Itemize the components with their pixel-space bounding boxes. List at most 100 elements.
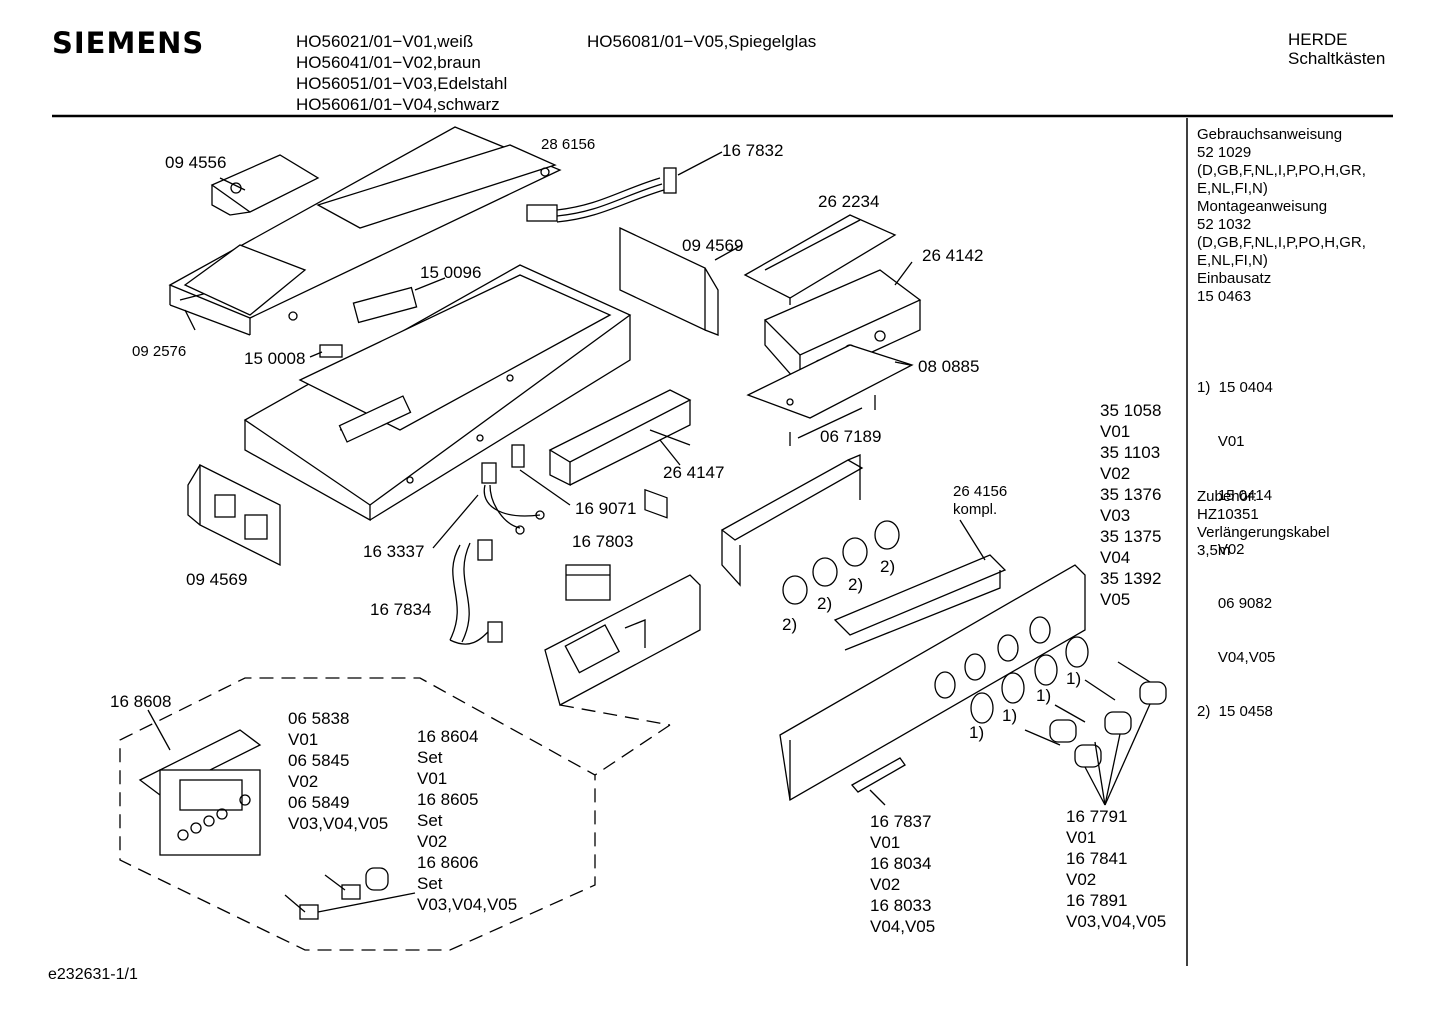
screws-067189-part	[789, 395, 876, 446]
label-094569-a: 09 4569	[682, 236, 744, 255]
timer-module-part	[138, 709, 262, 856]
category-line: HERDE	[1288, 30, 1348, 49]
leader-line	[659, 439, 681, 466]
label-line: kompl.	[953, 501, 998, 518]
side-line: V01	[1197, 433, 1245, 450]
category-line: Schaltkästen	[1288, 49, 1386, 68]
footnote-1-mark: 1)	[1002, 706, 1018, 725]
connector-169071-part	[511, 444, 571, 506]
control-frame-part	[720, 454, 864, 587]
label-167832: 16 7832	[722, 141, 784, 160]
label-094569-b: 09 4569	[186, 570, 248, 589]
variant-line: V03	[1100, 506, 1131, 525]
timer-knob-parts	[284, 867, 416, 920]
handle-variant-list: 16 7837 V01 16 8034 V02 16 8033 V04,V05	[870, 811, 935, 937]
variant-line: 35 1058	[1100, 401, 1162, 420]
footnote-2-mark: 2)	[817, 594, 833, 613]
variant-line: V01	[870, 833, 901, 852]
variant-line: Set	[417, 748, 443, 767]
variant-line: Set	[417, 811, 443, 830]
frame-variant-list: 35 1058 V01 35 1103 V02 35 1376 V03 35 1…	[1100, 400, 1161, 610]
variant-line: 35 1376	[1100, 485, 1162, 504]
side-line: 15 0414	[1197, 487, 1273, 504]
variant-line: 16 8606	[417, 853, 479, 872]
variant-line: 16 7837	[870, 812, 932, 831]
side-line: 52 1032	[1197, 216, 1252, 233]
footnote-1-mark: 1)	[969, 723, 985, 742]
variant-line: 06 5838	[288, 709, 350, 728]
side-line: E,NL,FI,N)	[1197, 252, 1268, 269]
timer-knob-variant-list: 06 5838 V01 06 5845 V02 06 5849 V03,V04,…	[288, 708, 388, 834]
side-line: (D,GB,F,NL,I,P,PO,H,GR,	[1197, 234, 1366, 251]
side-line: V02	[1197, 541, 1245, 558]
terminal-150008-part	[309, 344, 343, 358]
cable-163337-part	[432, 462, 545, 549]
callout-line	[594, 724, 671, 776]
side-documents-block: Gebrauchsanweisung 52 1029 (D,GB,F,NL,I,…	[1197, 126, 1366, 306]
leader-line	[894, 361, 911, 366]
footnote-2-mark: 2)	[880, 557, 896, 576]
label-286156: 28 6156	[541, 136, 596, 153]
label-169071: 16 9071	[575, 499, 637, 518]
label-264156: 26 4156 kompl.	[953, 483, 1007, 519]
handle-167837-part	[850, 757, 906, 806]
footnote-1-mark: 1)	[1066, 669, 1082, 688]
leader-line	[219, 177, 246, 191]
side-line: HZ10351	[1197, 506, 1259, 523]
variant-line: 16 8604	[417, 727, 479, 746]
label-264142: 26 4142	[922, 246, 984, 265]
main-chassis-part	[243, 264, 632, 522]
document-id: e232631-1/1	[48, 966, 138, 983]
label-264147: 26 4147	[663, 463, 725, 482]
knob-rings-1-parts	[970, 636, 1089, 724]
switch-cover-part	[743, 214, 897, 305]
lower-plate-part	[183, 244, 307, 316]
label-150096: 15 0096	[420, 263, 482, 282]
model-line: HO56061/01−V04,schwarz	[296, 95, 500, 114]
variant-line: 35 1103	[1100, 443, 1161, 462]
wire-harness-167832-part	[526, 151, 723, 223]
variant-line: V01	[288, 730, 319, 749]
variant-line: V01	[1100, 422, 1131, 441]
label-262234: 26 2234	[818, 192, 880, 211]
model-list-primary: HO56021/01−V01,weiß HO56041/01−V02,braun…	[296, 31, 507, 115]
control-knob-variant-list: 16 7791 V01 16 7841 V02 16 7891 V03,V04,…	[1066, 806, 1166, 932]
side-line: (D,GB,F,NL,I,P,PO,H,GR,	[1197, 162, 1366, 179]
bracket-094556-part	[210, 154, 320, 216]
label-163337: 16 3337	[363, 542, 425, 561]
side-footnotes-block: 1) 15 0404 V01 15 0414 V02 06 9082 V04,V…	[1197, 343, 1275, 739]
variant-line: V03,V04,V05	[1066, 912, 1167, 931]
leader-line	[714, 244, 743, 261]
side-line: 3,5m	[1197, 542, 1231, 559]
label-092576: 09 2576	[132, 343, 187, 360]
variant-line: V02	[870, 875, 901, 894]
label-line: 26 4156	[953, 483, 1008, 500]
ribbon-cable-167834-part	[449, 539, 503, 645]
leader-line	[894, 261, 913, 286]
front-control-panel-part	[779, 564, 1086, 802]
variant-line: V01	[1066, 828, 1097, 847]
variant-line: V02	[417, 832, 448, 851]
side-line: Verlängerungskabel	[1197, 524, 1330, 541]
variant-line: V03,V04,V05	[417, 895, 518, 914]
side-line: Einbausatz	[1197, 270, 1272, 287]
label-080885: 08 0885	[918, 357, 980, 376]
variant-line: V05	[1100, 590, 1131, 609]
category-heading: HERDE Schaltkästen	[1288, 30, 1385, 68]
timer-set-variant-list: 16 8604 Set V01 16 8605 Set V02 16 8606 …	[417, 726, 517, 915]
variant-line: V02	[1100, 464, 1131, 483]
side-line: 52 1029	[1197, 144, 1252, 161]
footnote-2-mark: 2)	[782, 615, 798, 634]
label-067189: 06 7189	[820, 427, 882, 446]
variant-line: 16 8605	[417, 790, 479, 809]
side-line: E,NL,FI,N)	[1197, 180, 1268, 197]
model-line: HO56041/01−V02,braun	[296, 53, 481, 72]
label-167803: 16 7803	[572, 532, 634, 551]
control-knob-parts	[1024, 661, 1167, 806]
side-line: 1) 15 0404	[1197, 379, 1273, 396]
side-line: 15 0463	[1197, 288, 1252, 305]
side-line: Gebrauchsanweisung	[1197, 126, 1343, 143]
variant-line: Set	[417, 874, 443, 893]
insulation-plate-part	[746, 344, 914, 419]
side-bracket-b-part	[187, 463, 281, 567]
